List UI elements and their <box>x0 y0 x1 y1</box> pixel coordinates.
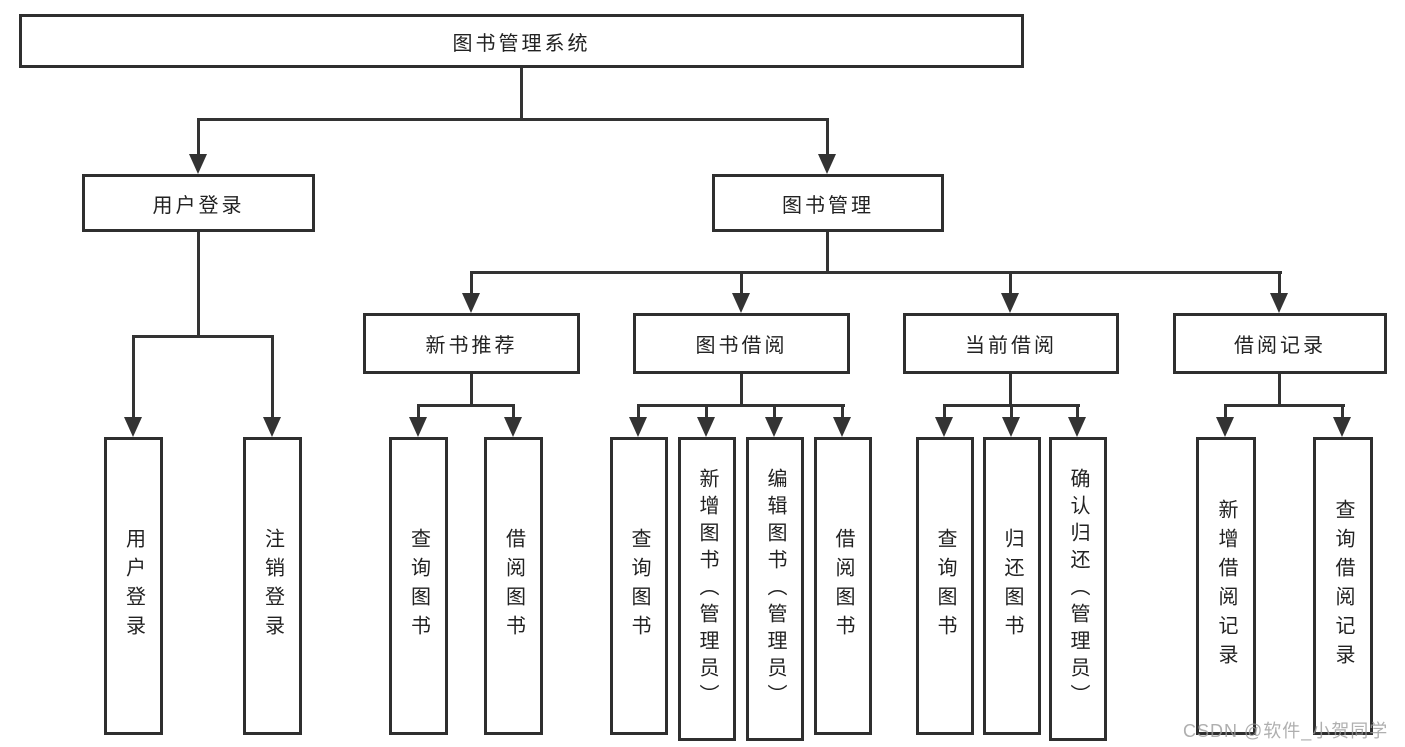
arrowhead-current-borrow <box>1001 293 1019 313</box>
arrowhead-book-borrow <box>732 293 750 313</box>
connector-drop-leaf <box>512 404 515 421</box>
leaf-user-login: 用户登录 <box>104 437 163 735</box>
connector-drop-borrow-records <box>1278 271 1281 297</box>
connector-drop-leaf <box>417 404 420 421</box>
arrowhead-leaf <box>935 417 953 437</box>
arrowhead-leaf <box>504 417 522 437</box>
connector-group2-horizontal <box>637 404 845 407</box>
node-user-login: 用户登录 <box>82 174 315 232</box>
node-book-management-label: 图书管理 <box>782 194 874 217</box>
node-new-book-recommend: 新书推荐 <box>363 313 580 374</box>
leaf-borrow-book-borrow: 借阅图书 <box>814 437 872 735</box>
connector-drop-leaf <box>841 404 844 421</box>
leaf-edit-book-admin: 编辑图书（管理员） <box>746 437 804 741</box>
leaf-logout-login: 注销登录 <box>243 437 302 735</box>
csdn-watermark: CSDN @软件_小贺同学 <box>1183 721 1389 741</box>
leaf-query-borrow-record: 查询借阅记录 <box>1313 437 1373 735</box>
connector-drop-leaf-user-login <box>132 335 135 419</box>
leaf-confirm-return-admin-label: 确认归还（管理员） <box>1067 467 1089 711</box>
connector-group1-horizontal <box>417 404 515 407</box>
arrowhead-book-management <box>818 154 836 174</box>
connector-user-login-stem <box>197 230 200 337</box>
leaf-query-book-borrow-label: 查询图书 <box>628 528 650 644</box>
leaf-query-book-borrow: 查询图书 <box>610 437 668 735</box>
connector-level2-horizontal <box>470 271 1282 274</box>
leaf-query-book-recommend-label: 查询图书 <box>407 528 430 644</box>
leaf-query-book-recommend: 查询图书 <box>389 437 448 735</box>
arrowhead-leaf-logout <box>263 417 281 437</box>
arrowhead-leaf <box>409 417 427 437</box>
connector-drop-leaf <box>637 404 640 421</box>
connector-borrow-records-stem <box>1278 372 1281 406</box>
leaf-borrow-book-recommend: 借阅图书 <box>484 437 543 735</box>
connector-drop-current-borrow <box>1009 271 1012 297</box>
connector-current-borrow-stem <box>1009 372 1012 406</box>
connector-drop-leaf <box>943 404 946 421</box>
connector-drop-leaf <box>1076 404 1079 421</box>
node-user-login-label: 用户登录 <box>152 194 245 217</box>
leaf-user-login-label: 用户登录 <box>122 528 145 644</box>
arrowhead-leaf <box>697 417 715 437</box>
node-current-borrow-label: 当前借阅 <box>965 335 1057 357</box>
leaf-edit-book-admin-label: 编辑图书（管理员） <box>764 467 786 711</box>
leaf-logout-login-label: 注销登录 <box>261 528 284 644</box>
leaf-return-book: 归还图书 <box>983 437 1041 735</box>
leaf-query-book-current-label: 查询图书 <box>934 528 956 644</box>
arrowhead-leaf <box>833 417 851 437</box>
connector-root-stem <box>520 66 523 121</box>
connector-drop-book-management <box>826 118 829 156</box>
arrowhead-leaf <box>629 417 647 437</box>
node-current-borrow: 当前借阅 <box>903 313 1119 374</box>
leaf-borrow-book-recommend-label: 借阅图书 <box>502 528 525 644</box>
node-root: 图书管理系统 <box>19 14 1024 68</box>
connector-book-borrow-stem <box>740 372 743 406</box>
leaf-add-borrow-record-label: 新增借阅记录 <box>1215 499 1237 673</box>
connector-drop-leaf <box>1224 404 1227 421</box>
node-book-management: 图书管理 <box>712 174 944 232</box>
connector-user-login-horizontal <box>132 335 274 338</box>
arrowhead-leaf <box>1002 417 1020 437</box>
connector-book-management-stem <box>826 230 829 274</box>
leaf-add-book-admin-label: 新增图书（管理员） <box>696 467 718 711</box>
connector-drop-new-book-recommend <box>470 271 473 297</box>
connector-drop-leaf-logout <box>271 335 274 419</box>
leaf-add-book-admin: 新增图书（管理员） <box>678 437 736 741</box>
leaf-borrow-book-borrow-label: 借阅图书 <box>832 528 854 644</box>
connector-drop-leaf <box>1341 404 1344 421</box>
node-new-book-recommend-label: 新书推荐 <box>425 335 518 357</box>
leaf-return-book-label: 归还图书 <box>1001 528 1023 644</box>
node-borrow-records-label: 借阅记录 <box>1234 335 1326 357</box>
connector-new-book-recommend-stem <box>470 372 473 406</box>
arrowhead-leaf-user-login <box>124 417 142 437</box>
node-book-borrow-label: 图书借阅 <box>695 335 788 357</box>
arrowhead-leaf <box>1216 417 1234 437</box>
connector-drop-leaf <box>705 404 708 421</box>
arrowhead-new-book-recommend <box>462 293 480 313</box>
arrowhead-leaf <box>1333 417 1351 437</box>
connector-level1-horizontal <box>197 118 829 121</box>
connector-drop-leaf <box>773 404 776 421</box>
node-borrow-records: 借阅记录 <box>1173 313 1387 374</box>
leaf-add-borrow-record: 新增借阅记录 <box>1196 437 1256 735</box>
leaf-confirm-return-admin: 确认归还（管理员） <box>1049 437 1107 741</box>
connector-drop-leaf <box>1010 404 1013 421</box>
leaf-query-borrow-record-label: 查询借阅记录 <box>1332 499 1354 673</box>
connector-group4-horizontal <box>1224 404 1345 407</box>
arrowhead-leaf <box>765 417 783 437</box>
connector-drop-book-borrow <box>740 271 743 297</box>
arrowhead-leaf <box>1068 417 1086 437</box>
arrowhead-borrow-records <box>1270 293 1288 313</box>
connector-drop-user-login <box>197 118 200 156</box>
node-root-label: 图书管理系统 <box>452 32 591 55</box>
arrowhead-user-login <box>189 154 207 174</box>
node-book-borrow: 图书借阅 <box>633 313 850 374</box>
leaf-query-book-current: 查询图书 <box>916 437 974 735</box>
